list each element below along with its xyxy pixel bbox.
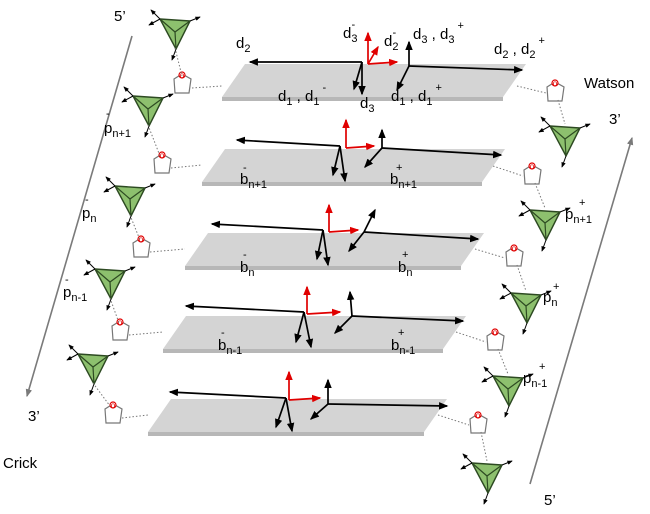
watson-strand-arrow — [529, 136, 634, 485]
tetrahedron-icon — [67, 345, 118, 395]
base-minus-n-plus-1-label: -bn+1 — [240, 162, 267, 191]
d2-minus-label: d2- — [384, 27, 398, 53]
tetrahedron-icon — [149, 10, 200, 60]
phosphate-plus-n-minus-1-label: +pn-1 — [523, 361, 547, 390]
base-pair-n — [185, 233, 484, 270]
base-minus-n-label: -bn — [240, 249, 254, 279]
d3-minus-label: d3- — [343, 19, 357, 45]
watson-backbone — [461, 78, 590, 504]
frame-top — [248, 31, 524, 96]
furanose-ring-icon — [132, 234, 151, 258]
watson-3prime-label: 3’ — [609, 111, 621, 128]
phosphate-minus-n-plus-1-label: -pn+1 — [104, 108, 131, 140]
base-pair-top — [222, 64, 526, 101]
base-minus-n-minus-1-label: -bn-1 — [218, 327, 242, 357]
base-plus-n-plus-1-label: +bn+1 — [390, 162, 417, 191]
base-pair-n-minus-1 — [163, 316, 466, 353]
base-plus-n-label: +bn — [398, 249, 412, 279]
furanose-ring-icon — [153, 150, 172, 174]
furanose-ring-icon — [104, 400, 123, 424]
watson-5prime-label: 5’ — [544, 492, 556, 509]
frame-n — [210, 203, 480, 267]
tetrahedron-icon — [84, 260, 135, 310]
tetrahedron-icon — [104, 177, 155, 227]
tetrahedron-icon — [539, 117, 590, 167]
d1-d1-minus-label: d1 , d1- — [278, 82, 326, 108]
d1-d1-plus-label: d1 , d1+ — [391, 82, 442, 108]
furanose-ring-icon — [469, 410, 488, 434]
glycosidic-links — [92, 47, 566, 462]
watson-label: Watson — [584, 75, 634, 92]
furanose-ring-icon — [173, 70, 192, 94]
d3-d3-plus-label: d3 , d3+ — [413, 20, 464, 46]
crick-strand-arrow — [25, 35, 133, 398]
phosphate-plus-n-plus-1-label: +pn+1 — [565, 197, 592, 226]
crick-3prime-label: 3’ — [28, 408, 40, 425]
frame-n-plus-1 — [235, 118, 503, 183]
d2-label: d2 — [236, 35, 250, 55]
frame-bottom — [168, 370, 449, 433]
frame-n-minus-1 — [184, 285, 465, 349]
furanose-ring-icon — [505, 243, 524, 267]
crick-label: Crick — [3, 455, 38, 472]
furanose-ring-icon — [111, 317, 130, 341]
base-pair-n-plus-1 — [202, 149, 505, 186]
base-plus-n-minus-1-label: +bn-1 — [391, 327, 415, 357]
tetrahedron-icon — [461, 454, 512, 504]
phosphate-plus-n-label: +pn — [543, 281, 559, 309]
base-pair-n-minus-2 — [148, 399, 447, 436]
phosphate-minus-n-label: -pn — [82, 194, 96, 225]
d3-label: d3 — [360, 95, 374, 115]
furanose-ring-icon — [486, 327, 505, 351]
furanose-ring-icon — [546, 78, 565, 102]
furanose-ring-icon — [523, 161, 542, 185]
phosphate-minus-n-minus-1-label: -pn-1 — [63, 274, 87, 304]
crick-5prime-label: 5’ — [114, 8, 126, 25]
tetrahedron-icon — [519, 201, 570, 251]
d2-d2-plus-label: d2 , d2+ — [494, 35, 545, 61]
